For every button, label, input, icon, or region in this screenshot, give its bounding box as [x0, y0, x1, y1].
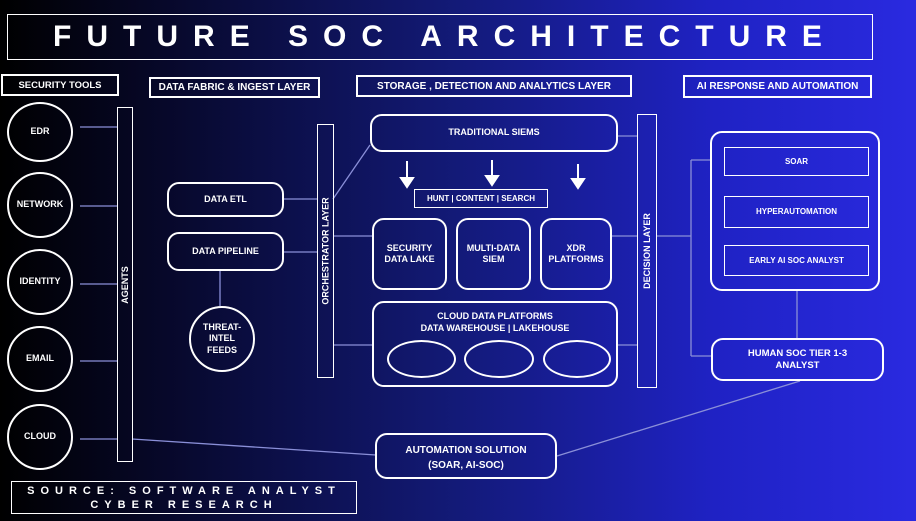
- threat-intel-label: THREAT- INTEL FEEDS: [202, 322, 242, 355]
- agents-bar: AGENTS: [117, 107, 133, 462]
- tool-network: NETWORK: [7, 172, 73, 238]
- data-store-ellipse: [543, 340, 611, 378]
- tool-label: IDENTITY: [19, 276, 61, 287]
- multi-data-siem-box: MULTI-DATA SIEM: [456, 218, 531, 290]
- data-pipeline-label: DATA PIPELINE: [192, 245, 259, 256]
- security-data-lake-label: SECURITY DATA LAKE: [384, 242, 435, 264]
- header-ai-response: AI RESPONSE AND AUTOMATION: [683, 75, 872, 98]
- xdr-platforms-box: XDR PLATFORMS: [540, 218, 612, 290]
- data-store-ellipse: [464, 340, 534, 378]
- traditional-siems-label: TRADITIONAL SIEMS: [448, 127, 540, 138]
- source-line-1: SOURCE: SOFTWARE ANALYST: [27, 485, 341, 497]
- orchestrator-label: ORCHESTRATOR LAYER: [320, 197, 331, 305]
- ai-automation-group: [710, 131, 880, 291]
- tool-email: EMAIL: [7, 326, 73, 392]
- hunt-bar: HUNT | CONTENT | SEARCH: [414, 189, 548, 208]
- tool-label: EMAIL: [26, 353, 54, 364]
- soar-label: SOAR: [784, 156, 809, 166]
- automation-solution-box: AUTOMATION SOLUTION (SOAR, AI-SOC): [375, 433, 557, 479]
- early-ai-soc-box: EARLY AI SOC ANALYST: [724, 245, 869, 276]
- header-data-fabric: DATA FABRIC & INGEST LAYER: [149, 77, 320, 98]
- tool-label: NETWORK: [16, 199, 64, 210]
- early-ai-soc-label: EARLY AI SOC ANALYST: [749, 255, 844, 265]
- header-storage: STORAGE , DETECTION AND ANALYTICS LAYER: [356, 75, 632, 97]
- security-data-lake-box: SECURITY DATA LAKE: [372, 218, 447, 290]
- data-pipeline-box: DATA PIPELINE: [167, 232, 284, 271]
- cloud-data-platforms-box: CLOUD DATA PLATFORMS DATA WAREHOUSE | LA…: [372, 301, 618, 387]
- traditional-siems-box: TRADITIONAL SIEMS: [370, 114, 618, 152]
- automation-solution-sublabel: (SOAR, AI-SOC): [428, 460, 504, 471]
- down-arrow-icon: [570, 178, 586, 190]
- data-etl-box: DATA ETL: [167, 182, 284, 217]
- orchestrator-bar: ORCHESTRATOR LAYER: [317, 124, 334, 378]
- hyperautomation-label: HYPERAUTOMATION: [755, 207, 838, 216]
- automation-solution-label: AUTOMATION SOLUTION: [405, 445, 527, 456]
- hyperautomation-box: HYPERAUTOMATION: [724, 196, 869, 228]
- human-soc-analyst-label: HUMAN SOC TIER 1-3 ANALYST: [747, 347, 848, 371]
- tool-label: EDR: [30, 126, 50, 137]
- human-soc-analyst-box: HUMAN SOC TIER 1-3 ANALYST: [711, 338, 884, 381]
- cloud-data-warehouse-label: DATA WAREHOUSE | LAKEHOUSE: [420, 323, 570, 333]
- title-banner: FUTURE SOC ARCHITECTURE: [7, 14, 873, 60]
- soar-box: SOAR: [724, 147, 869, 176]
- agents-label: AGENTS: [120, 265, 131, 304]
- threat-intel-circle: THREAT- INTEL FEEDS: [189, 306, 255, 372]
- decision-layer-label: DECISION LAYER: [642, 213, 652, 289]
- decision-layer-bar: DECISION LAYER: [637, 114, 657, 388]
- cloud-data-platforms-label: CLOUD DATA PLATFORMS: [437, 311, 553, 321]
- page-title: FUTURE SOC ARCHITECTURE: [53, 20, 837, 53]
- down-arrow-icon: [484, 175, 500, 187]
- source-box: SOURCE: SOFTWARE ANALYST CYBER RESEARCH: [11, 481, 357, 514]
- tool-edr: EDR: [7, 102, 73, 162]
- hunt-label: HUNT | CONTENT | SEARCH: [426, 193, 536, 203]
- tool-cloud: CLOUD: [7, 404, 73, 470]
- xdr-platforms-label: XDR PLATFORMS: [548, 242, 604, 264]
- tool-label: CLOUD: [24, 431, 56, 442]
- multi-data-siem-label: MULTI-DATA SIEM: [466, 242, 521, 264]
- down-arrow-icon: [399, 177, 415, 189]
- data-store-ellipse: [387, 340, 456, 378]
- source-line-2: CYBER RESEARCH: [90, 499, 278, 511]
- data-etl-label: DATA ETL: [204, 193, 247, 204]
- tool-identity: IDENTITY: [7, 249, 73, 315]
- header-security-tools: SECURITY TOOLS: [1, 74, 119, 96]
